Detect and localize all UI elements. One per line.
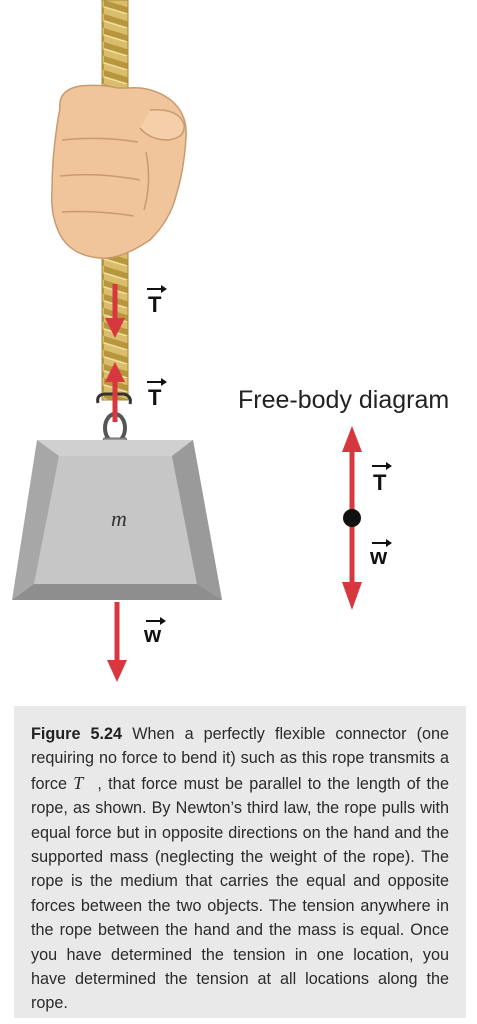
tension-symbol: T⃗ (73, 772, 98, 793)
caption-text-start: When a perfectly flexible connector (one… (31, 725, 450, 793)
svg-text:w: w (369, 544, 388, 569)
svg-text:T: T (373, 470, 387, 495)
weight-arrow-down (107, 602, 127, 682)
svg-text:w: w (143, 622, 162, 647)
svg-text:T: T (148, 385, 162, 410)
fbd-tension-label: T (372, 462, 392, 495)
fbd-weight-label: w (369, 539, 392, 569)
mass-label: m (111, 506, 127, 531)
tension-label-upper: T (147, 285, 167, 317)
hand-icon (50, 84, 187, 259)
tension-arrow-up (105, 362, 125, 422)
fbd-weight-arrow (342, 522, 362, 610)
rope-tension-diagram: m T T w Free-body diagram (12, 0, 449, 682)
mass-block: m (12, 440, 222, 600)
tension-arrow-down (105, 284, 125, 338)
weight-label: w (143, 617, 166, 647)
tension-label-lower: T (147, 378, 167, 410)
caption-text-end: , that force must be parallel to the len… (31, 774, 450, 1013)
fbd-title: Free-body diagram (238, 386, 449, 414)
fbd-tension-arrow (342, 426, 362, 514)
svg-text:T: T (148, 292, 162, 317)
figure-label: Figure 5.24 (31, 725, 123, 743)
fbd-point-mass (343, 509, 361, 527)
figure-caption: Figure 5.24 When a perfectly flexible co… (14, 706, 466, 1018)
